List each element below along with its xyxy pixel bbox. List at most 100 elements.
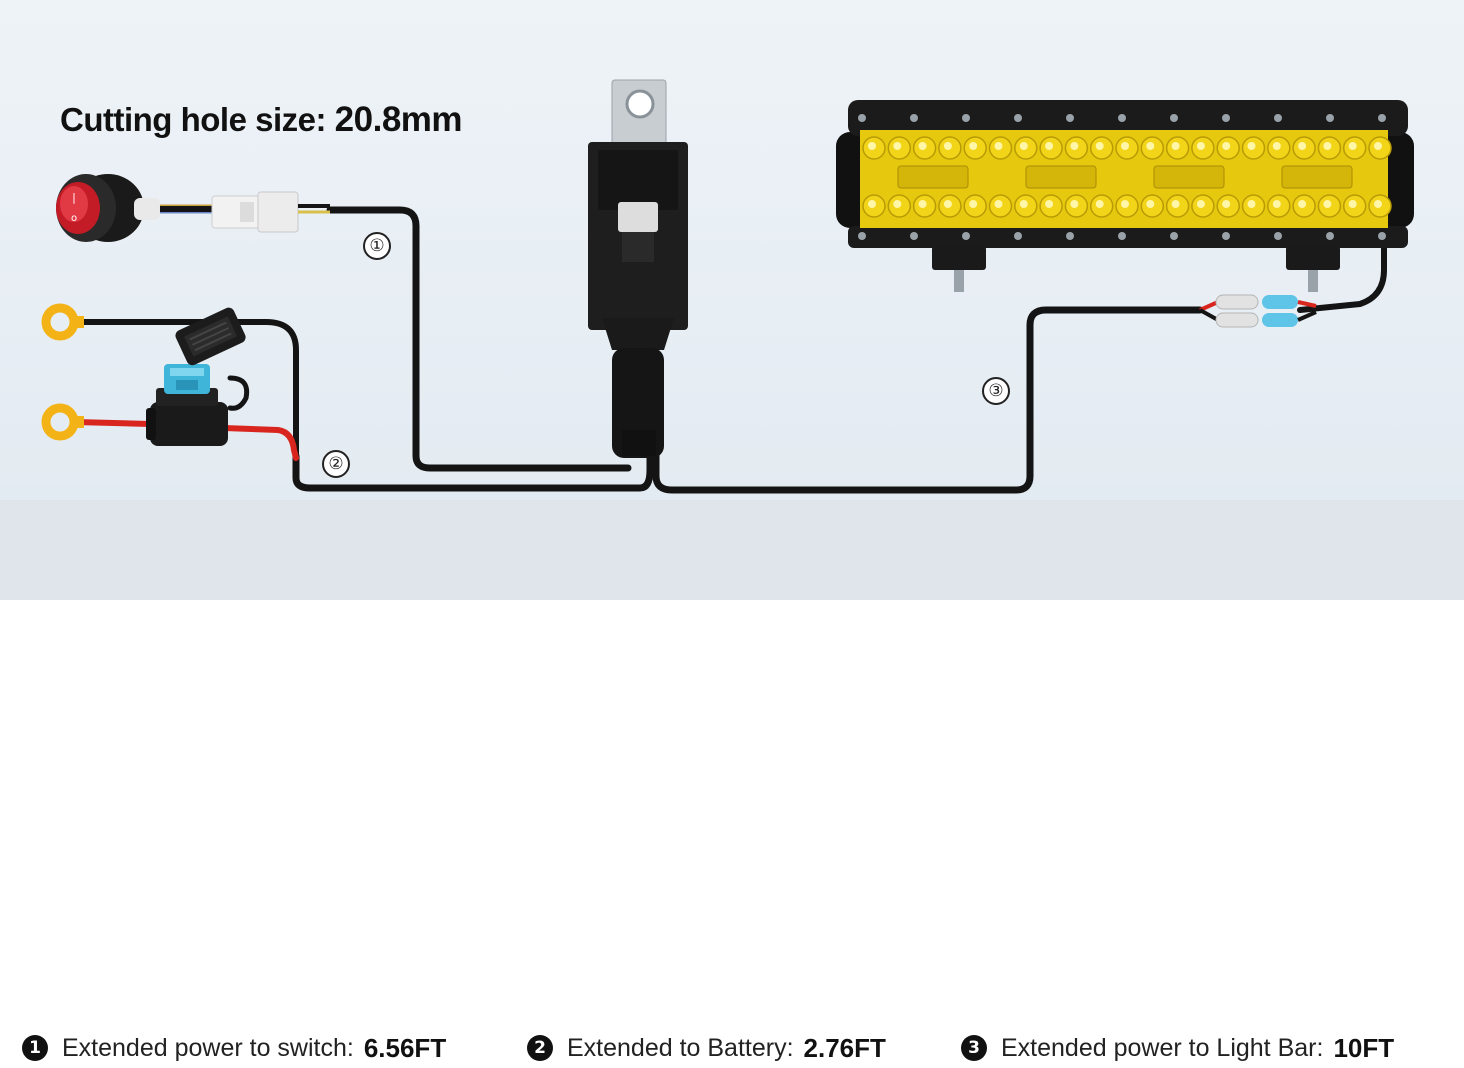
led-highlight — [1146, 142, 1155, 150]
led-highlight — [1171, 200, 1180, 208]
led-highlight — [1045, 200, 1054, 208]
led-highlight — [918, 200, 927, 208]
rocker-switch: | o — [56, 174, 212, 242]
screw — [1170, 232, 1178, 240]
led-highlight — [1121, 200, 1129, 208]
led-highlight — [943, 200, 952, 208]
screw — [962, 232, 970, 240]
legend-value-2: 2.76FT — [803, 1032, 886, 1063]
screw — [1014, 114, 1022, 122]
screw — [1326, 232, 1334, 240]
led-highlight — [1247, 200, 1256, 208]
led-light-bar — [836, 100, 1414, 292]
bar-screws — [858, 114, 1386, 240]
led-highlight — [1121, 142, 1129, 150]
legend-value-1: 6.56FT — [363, 1032, 447, 1063]
screw — [1066, 232, 1074, 240]
screw — [1326, 114, 1334, 122]
led-highlight — [1070, 200, 1079, 208]
led-highlight — [1045, 142, 1054, 150]
screw — [910, 114, 918, 122]
fuse-holder — [146, 364, 228, 446]
led-highlight — [969, 142, 978, 150]
legend-value-3: 10FT — [1333, 1032, 1395, 1063]
screw — [1378, 114, 1386, 122]
legend-label-1: Extended power to switch: — [62, 1033, 354, 1062]
hole-size-label: Cutting hole size: — [60, 101, 327, 138]
wire-label-3: ③ — [982, 377, 1010, 405]
legend-badge-2: 2 — [527, 1035, 553, 1061]
battery-wire — [292, 446, 654, 492]
wire-label-2: ② — [322, 450, 350, 478]
wire-label-1: ① — [363, 232, 391, 260]
screw — [858, 232, 866, 240]
led-highlight — [1171, 142, 1180, 150]
led-highlight — [969, 200, 978, 208]
relay — [588, 79, 688, 458]
led-chip-strip — [1153, 165, 1225, 189]
led-chip-strip — [1025, 165, 1097, 189]
led-highlight — [1070, 142, 1079, 150]
lightbar-connectors — [1199, 294, 1317, 328]
led-highlight — [994, 142, 1003, 150]
wiring-diagram: | o — [0, 0, 1464, 500]
screw — [910, 232, 918, 240]
hole-size-headline: Cutting hole size: 20.8mm — [60, 100, 463, 140]
legend-item-switch: 1 Extended power to switch: 6.56FT — [22, 1028, 446, 1068]
lightbar-wire — [652, 306, 1204, 494]
led-highlight — [1323, 142, 1332, 150]
led-highlight — [1247, 142, 1256, 150]
led-highlight — [1019, 142, 1028, 150]
legend-label-2: Extended to Battery: — [567, 1033, 794, 1062]
led-highlight — [943, 142, 952, 150]
led-highlight — [1095, 142, 1104, 150]
led-highlight — [994, 200, 1003, 208]
hole-size-value: 20.8mm — [334, 100, 463, 139]
led-chip-strip — [1281, 165, 1353, 189]
led-highlight — [893, 142, 902, 150]
screw — [1274, 114, 1282, 122]
screw — [858, 114, 866, 122]
led-highlight — [868, 200, 876, 208]
switch-connector — [211, 191, 330, 233]
led-highlight — [1222, 142, 1231, 150]
ring-terminal-ground — [41, 303, 84, 341]
screw — [1378, 232, 1386, 240]
led-highlight — [893, 200, 902, 208]
led-highlight — [1222, 200, 1231, 208]
led-chip-strip — [897, 165, 969, 189]
screw — [962, 114, 970, 122]
screw — [1118, 114, 1126, 122]
led-highlight — [1374, 142, 1382, 150]
wiring-illustration: | o — [41, 79, 1414, 494]
screw — [1014, 232, 1022, 240]
fuse-cap — [175, 307, 246, 366]
screw — [1222, 232, 1230, 240]
ground-wire — [72, 319, 299, 459]
wire-harness — [72, 206, 1387, 494]
screw — [1222, 114, 1230, 122]
screw — [1118, 232, 1126, 240]
led-highlight — [1323, 200, 1332, 208]
red-wire — [72, 419, 153, 427]
led-highlight — [1196, 142, 1205, 150]
led-highlight — [1298, 200, 1307, 208]
led-highlight — [1019, 200, 1028, 208]
screw — [1274, 232, 1282, 240]
led-highlight — [1196, 200, 1205, 208]
led-highlight — [1348, 200, 1357, 208]
screw — [1066, 114, 1074, 122]
screw — [1170, 114, 1178, 122]
legend-footer: 1 Extended power to switch: 6.56FT 2 Ext… — [0, 500, 1464, 1063]
led-highlight — [1272, 142, 1281, 150]
legend-item-lightbar: 3 Extended power to Light Bar: 10FT — [961, 1028, 1394, 1068]
legend-badge-3: 3 — [961, 1035, 987, 1061]
led-array — [862, 136, 1392, 218]
led-highlight — [868, 142, 876, 150]
led-highlight — [1348, 142, 1357, 150]
led-highlight — [1272, 200, 1281, 208]
legend-item-battery: 2 Extended to Battery: 2.76FT — [527, 1028, 886, 1068]
led-highlight — [1095, 200, 1104, 208]
switch-wire — [326, 206, 632, 472]
led-highlight — [1298, 142, 1307, 150]
